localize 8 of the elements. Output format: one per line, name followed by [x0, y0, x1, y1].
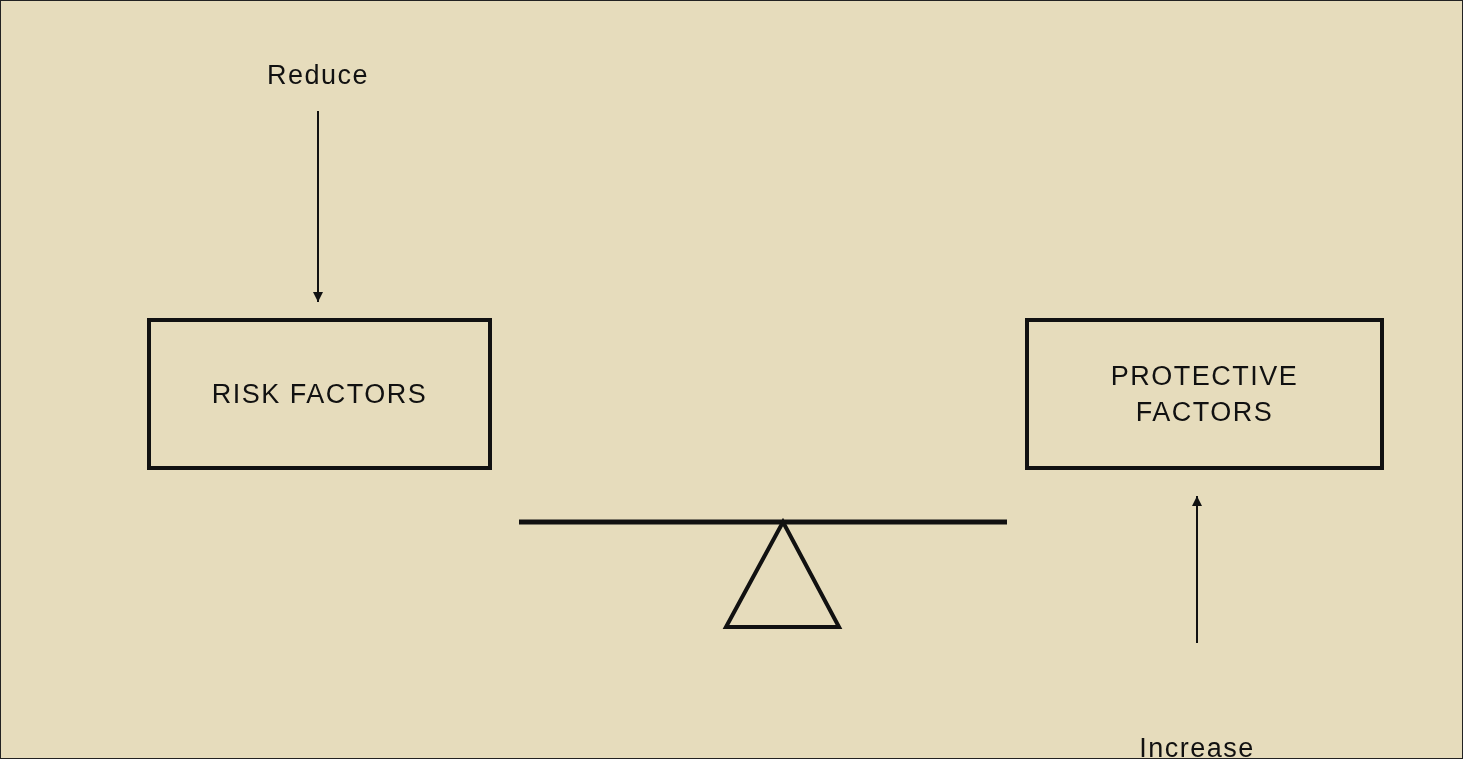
factor-box	[1025, 318, 1384, 470]
arrow	[313, 110, 323, 303]
action-text: Reduce	[266, 59, 370, 91]
factor-text: PROTECTIVE FACTORS	[1109, 359, 1300, 429]
arrow	[1192, 495, 1202, 644]
factor-text: RISK FACTORS	[211, 377, 428, 411]
factor-box	[147, 318, 492, 470]
action-text: Increase	[1139, 732, 1255, 759]
